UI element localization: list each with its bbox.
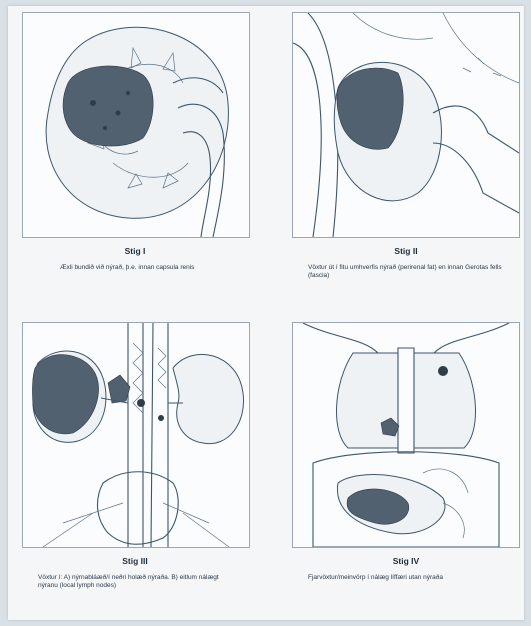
stage-3-title: Stig III: [15, 556, 255, 566]
stage-1-illustration: [22, 12, 250, 238]
stage-4-title: Stig IV: [286, 556, 526, 566]
stage-2-illustration: [292, 12, 520, 238]
stage-3-illustration: [22, 322, 250, 548]
kidney-stage-3-drawing: [23, 323, 249, 547]
torso-stage-4-drawing: [293, 323, 519, 547]
kidney-stage-1-drawing: [23, 13, 249, 237]
stage-2-title: Stig II: [286, 246, 526, 256]
document-page: Stig I Æxli bundið við nýrað, þ.e. innan…: [8, 6, 524, 620]
kidney-stage-2-drawing: [293, 13, 519, 237]
stage-3-description: Vöxtur í: A) nýrnabláæð/í neðri holæð ný…: [38, 574, 238, 590]
stage-4-illustration: [292, 322, 520, 548]
stage-1-title: Stig I: [15, 246, 255, 256]
stage-1-description: Æxli bundið við nýrað, þ.e. innan capsul…: [60, 264, 260, 272]
stage-4-description: Fjarvöxtur/meinvörp í nálæg líffæri utan…: [308, 574, 508, 582]
stage-2-description: Vöxtur út í fitu umhverfis nýrað (perire…: [308, 264, 508, 280]
